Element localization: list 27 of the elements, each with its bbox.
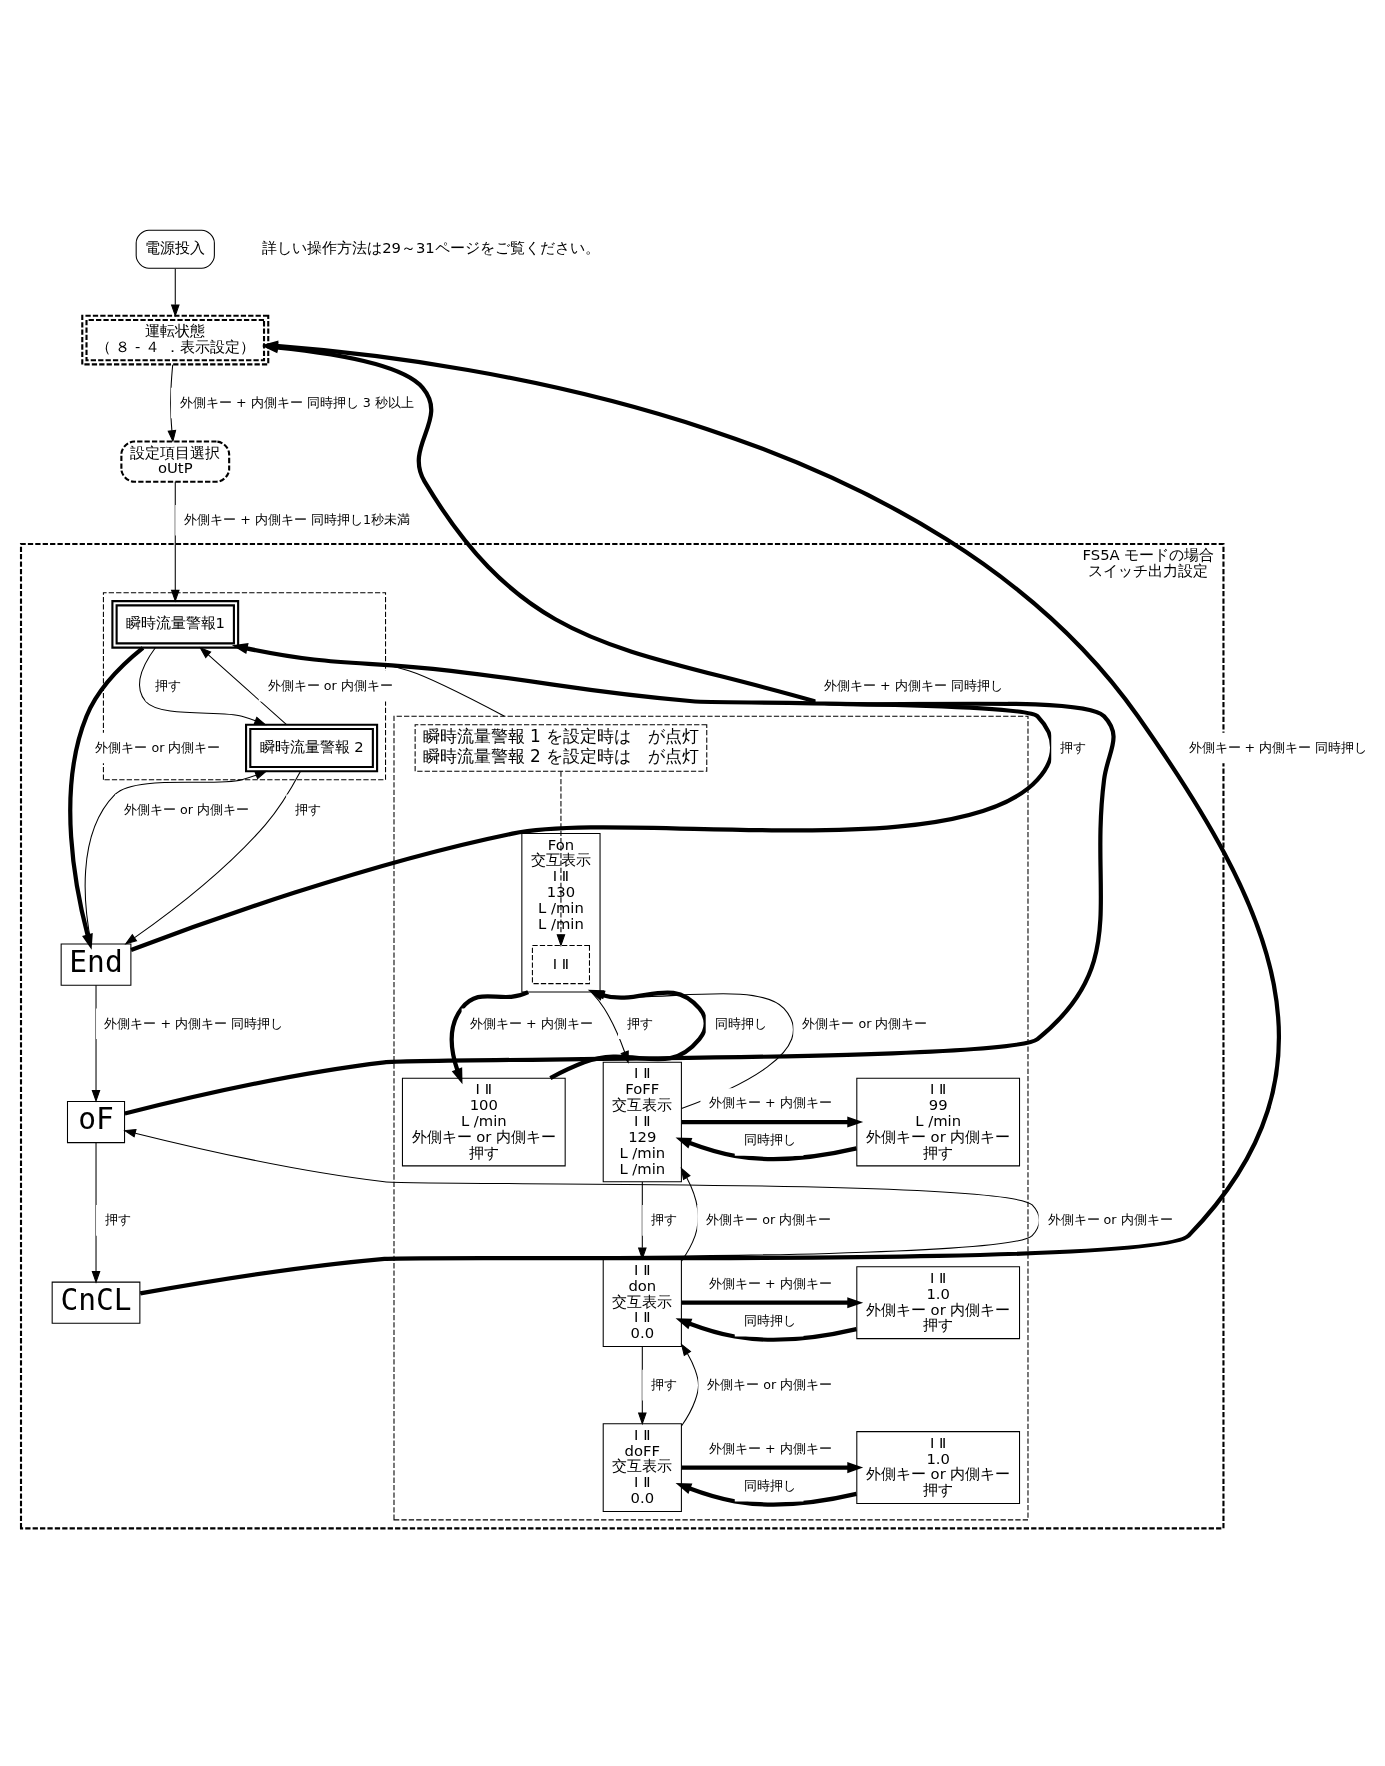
edge-label: 外側キー + 内側キー 同時押し1秒未満 (184, 511, 410, 527)
edge-label: 外側キー or 内側キー (1047, 1211, 1173, 1227)
edge-label: 押す (154, 677, 181, 693)
edge-label: 同時押し (743, 1312, 796, 1328)
edge-label: 外側キー + 内側キー 同時押し (104, 1015, 284, 1031)
edge-label: 外側キー + 内側キー (708, 1094, 832, 1110)
edge-label: 外側キー or 内側キー (802, 1015, 928, 1031)
edge-label: 押す (105, 1211, 131, 1227)
edge-label: 押す (295, 801, 322, 817)
edge-label: 押す (626, 1015, 653, 1031)
edge-label: 外側キー + 内側キー 同時押し (824, 677, 1003, 693)
edge-label: 外側キー + 内側キー (708, 1440, 832, 1456)
label: 詳しい操作方法は29～31ページをご覧ください。 (262, 238, 600, 256)
edge-label: 外側キー + 内側キー (708, 1275, 832, 1291)
edge-label: 外側キー + 内側キー (470, 1015, 593, 1031)
edge-label: 押す (1060, 739, 1087, 755)
edge-label: 外側キー or 内側キー (707, 1376, 833, 1392)
edge-label: 外側キー or 内側キー (124, 801, 250, 817)
edge-label: 同時押し (743, 1477, 796, 1493)
edge-label: 同時押し (714, 1015, 767, 1031)
edge-label: 外側キー + 内側キー 同時押し 3 秒以上 (180, 394, 414, 410)
edge-label: 押す (651, 1211, 678, 1227)
edge-label: 外側キー or 内側キー (267, 677, 393, 693)
edge-label: 押す (651, 1376, 678, 1392)
edge-label: 同時押し (743, 1131, 796, 1147)
edge-label: 外側キー or 内側キー (95, 739, 221, 755)
edge-label: 外側キー or 内側キー (706, 1211, 832, 1227)
